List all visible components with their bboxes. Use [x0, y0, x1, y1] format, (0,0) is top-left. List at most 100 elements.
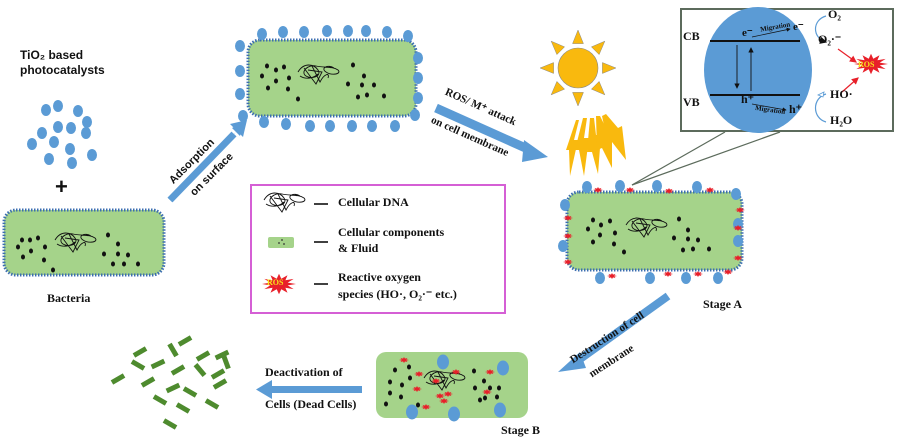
dead-cell-fragment: [130, 359, 146, 371]
adsorbed-particle: [645, 272, 655, 284]
tio2-particle: [44, 153, 54, 165]
cell-component-dot: [274, 67, 278, 73]
adsorbed-particle: [681, 272, 691, 284]
adsorbed-particle: [582, 181, 592, 193]
cell-component-dot: [598, 232, 602, 238]
dead-cell-fragment: [132, 346, 148, 358]
cell-component-dot: [388, 379, 392, 385]
cell-component-dot: [482, 378, 486, 384]
ros-mark: [563, 259, 573, 265]
ros-mark: [435, 393, 445, 399]
cell-component-dot: [478, 397, 482, 403]
cell-component-dot: [591, 217, 595, 223]
released-particle: [494, 402, 506, 418]
dead-cell-fragment: [175, 402, 191, 414]
dead-cell-fragment: [204, 398, 220, 410]
adsorbed-particle: [238, 110, 248, 122]
ros-mark: [439, 398, 449, 404]
deactivation-label-line2: Cells (Dead Cells): [265, 397, 357, 411]
sun-ray: [572, 29, 584, 44]
cell-component-dot: [126, 252, 130, 258]
cell-component-dot: [416, 402, 420, 408]
hole-vb: h⁺: [741, 92, 755, 106]
tio2-particle: [87, 149, 97, 161]
inset-connector: [631, 131, 781, 186]
sun-ray: [602, 62, 617, 74]
light-beams: [566, 114, 626, 176]
cell-component-dot: [116, 251, 120, 257]
cell-component-dot: [399, 394, 403, 400]
deactivation-arrow: [256, 380, 362, 399]
released-particle: [497, 360, 509, 376]
ros-mark: [443, 391, 453, 397]
tio2-particle: [49, 136, 59, 148]
tio2-particle: [81, 127, 91, 139]
adsorbed-particle: [305, 120, 315, 132]
cell-components: [16, 232, 140, 273]
ros-mark: [664, 188, 674, 194]
dead-cell-fragment: [150, 358, 166, 370]
adsorbed-particle: [347, 120, 357, 132]
ros-mark: [723, 269, 733, 275]
cell-component-dot: [613, 230, 617, 236]
adsorbed-particle: [733, 235, 743, 247]
dead-cell-fragment: [162, 418, 178, 430]
sun-ray: [539, 62, 554, 74]
adsorbed-particle: [299, 26, 309, 38]
adsorbed-particle: [235, 65, 245, 77]
cell-component-dot: [106, 232, 110, 238]
adsorbed-particle: [390, 120, 400, 132]
cell-component-dot: [296, 96, 300, 102]
ros-mark: [451, 369, 461, 375]
adsorbed-particle: [410, 109, 420, 121]
cell-component-dot: [42, 257, 46, 263]
released-particle: [406, 404, 418, 420]
ros-mark: [563, 233, 573, 239]
adsorbed-particle: [281, 118, 291, 130]
adsorbed-particle: [235, 40, 245, 52]
hydroxyl-label: HO·: [830, 87, 853, 101]
ros-mark: [705, 187, 715, 193]
ros-mark: [593, 187, 603, 193]
ros-mark: [693, 271, 703, 277]
sun-ray: [550, 40, 566, 56]
ros-mark: [625, 187, 635, 193]
tio2-particle: [41, 104, 51, 116]
tio2-particles: [27, 100, 97, 169]
cb-label: CB: [683, 29, 700, 43]
cell-component-dot: [707, 246, 711, 252]
cell-component-dot: [483, 395, 487, 401]
cell-component-dot: [360, 82, 364, 88]
cell-component-dot: [372, 82, 376, 88]
adsorbed-particle: [731, 188, 741, 200]
electron-migrated: e⁻: [793, 21, 804, 33]
vb-label: VB: [683, 95, 700, 109]
cell-component-dot: [608, 218, 612, 224]
adsorbed-particle: [382, 26, 392, 38]
cell-component-dot: [388, 390, 392, 396]
adsorbed-particle: [278, 26, 288, 38]
deactivation-label-line1: Deactivation of: [265, 365, 343, 379]
legend-item-fluid-line1: Cellular components: [338, 225, 445, 239]
legend-item-fluid-line2: & Fluid: [338, 241, 379, 255]
tio2-particle: [65, 143, 75, 155]
ros-mark: [421, 404, 431, 410]
released-particle: [437, 354, 449, 370]
oxygen-label: O₂: [828, 7, 841, 21]
cell-component-dot: [407, 364, 411, 370]
adsorbed-particle: [713, 272, 723, 284]
legend-ros-badge: ROS: [267, 278, 284, 287]
cell-component-dot: [356, 94, 360, 100]
sun-ray: [590, 40, 606, 56]
cell-component-dot: [36, 235, 40, 241]
cell-component-dot: [362, 73, 366, 79]
cell-component-dot: [51, 267, 55, 273]
ros-mark: [607, 273, 617, 279]
destruction-arrow: [558, 292, 671, 372]
ros-mark: [414, 371, 424, 377]
adsorbed-particle: [403, 30, 413, 42]
adsorbed-particle: [257, 28, 267, 40]
adsorbed-particle: [595, 272, 605, 284]
dead-cells: [110, 335, 231, 430]
